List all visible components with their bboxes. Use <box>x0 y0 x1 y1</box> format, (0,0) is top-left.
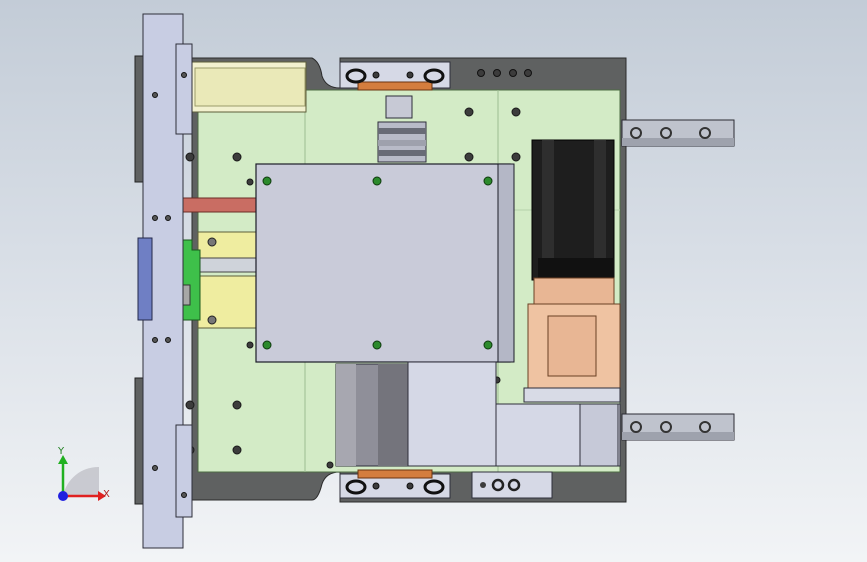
right-rail-top[interactable] <box>621 119 735 147</box>
axis-triad[interactable]: X Y <box>57 446 110 501</box>
y-axis-label: Y <box>57 446 65 457</box>
shaft-coupling <box>377 121 427 163</box>
z-axis-point <box>58 491 68 501</box>
yellow-block-bottom[interactable] <box>197 275 259 329</box>
main-cover-plate[interactable] <box>255 163 511 363</box>
stepper-motor[interactable] <box>523 139 621 403</box>
right-rail-bottom[interactable] <box>621 413 735 441</box>
x-axis-label: X <box>103 489 110 500</box>
red-strip <box>179 197 261 213</box>
bottom-slide <box>407 361 497 467</box>
